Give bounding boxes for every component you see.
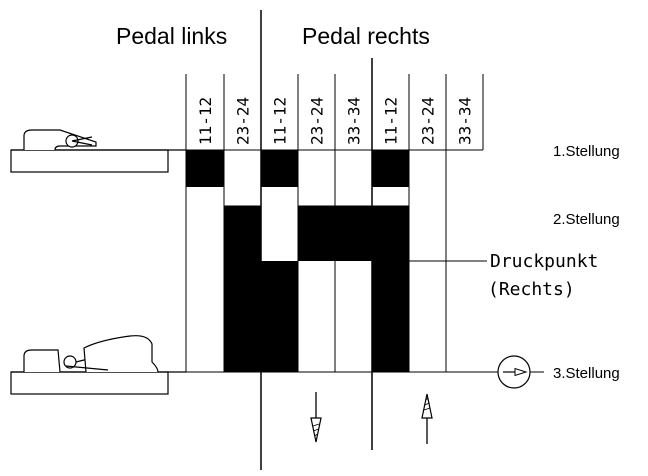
timing-grid: [178, 58, 484, 450]
pedal-released-icon: [10, 129, 186, 173]
contact-bar-col3-1: [261, 150, 298, 187]
position-2-label: 2.Stellung: [553, 211, 620, 228]
header-pedal-right: Pedal rechts: [302, 23, 430, 49]
column-label-1: 11-12: [196, 97, 215, 145]
column-label-6: 11-12: [382, 97, 401, 145]
arrow-up-icon: [421, 393, 433, 444]
contact-bar-col1-1: [186, 150, 224, 187]
arrow-down-icon: [310, 392, 322, 443]
column-label-4: 23-24: [308, 97, 327, 145]
column-labels: 11-12 23-24 11-12 23-24 33-34 11-12 23-24 33-34: [196, 97, 475, 145]
column-label-2: 23-24: [234, 97, 253, 145]
contact-bar-col2-1: [224, 205, 261, 372]
position-3-label: 3.Stellung: [553, 365, 620, 382]
column-label-3: 11-12: [271, 97, 290, 145]
header-pedal-left: Pedal links: [116, 23, 227, 49]
pressure-point-sublabel: (Rechts): [488, 279, 575, 300]
contact-bar-col6-2: [372, 205, 409, 372]
contact-bars: [186, 150, 409, 372]
contact-bar-col3-2: [261, 261, 298, 372]
pressure-arrow-icon: [483, 355, 544, 389]
column-label-5: 33-34: [345, 97, 364, 145]
contact-bar-col6-1: [372, 150, 409, 187]
pedal-pressed-icon: [10, 335, 186, 395]
position-1-label: 1.Stellung: [553, 143, 620, 160]
contact-bar-col4-1: [298, 205, 335, 261]
column-label-7: 23-24: [419, 97, 438, 145]
contact-bar-col5-1: [335, 205, 372, 261]
pressure-point-label: Druckpunkt: [490, 251, 598, 272]
column-label-8: 33-34: [456, 97, 475, 145]
